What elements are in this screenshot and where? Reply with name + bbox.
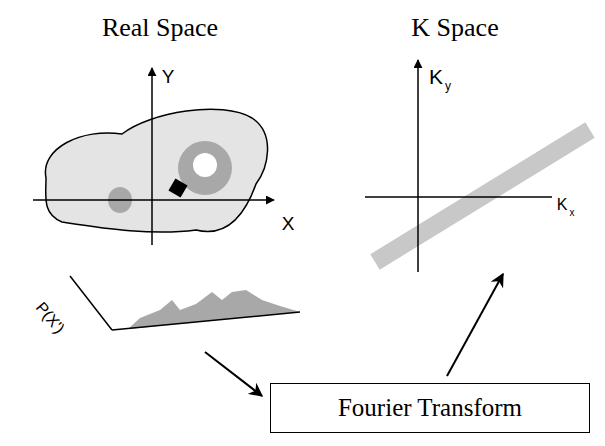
k-band	[375, 130, 590, 262]
panel-title: Real Space	[102, 15, 218, 41]
y-axis	[151, 68, 153, 245]
projection-profile	[128, 290, 300, 329]
ring-hole	[193, 153, 217, 177]
axis-label: Y	[162, 67, 175, 86]
panel-title: K Space	[411, 15, 498, 41]
projection-baseline	[112, 312, 300, 330]
box-label: Fourier Transform	[338, 394, 522, 422]
ky-axis	[417, 60, 419, 272]
axis-label: K	[429, 66, 443, 87]
square-feature	[168, 178, 187, 197]
process-box: Fourier Transform	[270, 383, 590, 433]
flow-arrow	[205, 352, 262, 396]
axis-label: P(X')	[33, 299, 68, 336]
projection-axis	[70, 276, 112, 330]
flow-arrow	[447, 274, 503, 376]
axis-subscript: x	[570, 208, 575, 218]
axis-label: K	[557, 197, 568, 213]
axis-subscript: y	[445, 80, 451, 92]
kx-axis	[365, 196, 552, 198]
object-outline	[45, 109, 267, 232]
axis-label: X	[282, 214, 295, 233]
x-axis	[33, 199, 274, 201]
